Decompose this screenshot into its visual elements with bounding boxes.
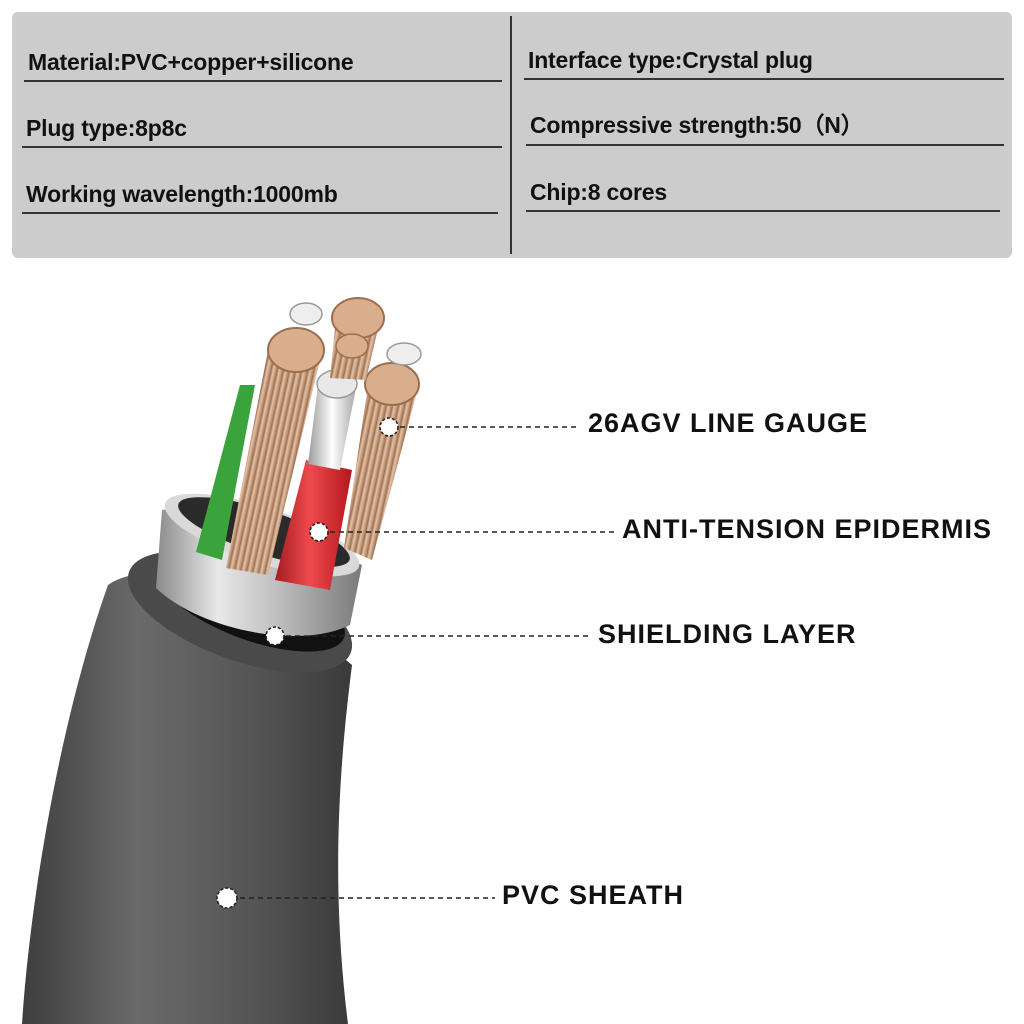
callout-anti-tension-epidermis: ANTI-TENSION EPIDERMIS xyxy=(622,514,993,544)
callout-shielding-leader xyxy=(265,626,590,646)
spec-interface: Interface type:Crystal plug xyxy=(528,47,813,73)
copper-wire-right-end xyxy=(364,362,420,406)
spec-wavelength: Working wavelength:1000mb xyxy=(26,181,338,207)
spec-row-compressive: Compressive strength:50（N） xyxy=(526,104,1004,146)
spec-row-interface: Interface type:Crystal plug xyxy=(524,38,1004,80)
spec-panel xyxy=(12,12,1012,258)
spec-material: Material:PVC+copper+silicone xyxy=(28,49,354,75)
copper-wire-middle-end xyxy=(335,333,369,359)
spec-row-plug-type: Plug type:8p8c xyxy=(22,106,502,148)
callout-pvc-sheath: PVC SHEATH xyxy=(502,880,685,910)
spec-divider xyxy=(510,16,512,254)
cable-cross-section-illustration xyxy=(22,297,615,1024)
callout-line-gauge-leader xyxy=(379,417,580,437)
spec-row-material: Material:PVC+copper+silicone xyxy=(24,40,502,82)
spec-chip: Chip:8 cores xyxy=(530,179,667,205)
spec-plug-type: Plug type:8p8c xyxy=(26,115,187,141)
callout-sheath-leader xyxy=(216,887,495,909)
green-wire xyxy=(196,385,255,560)
spec-compressive-strength: Compressive strength:50（N） xyxy=(530,112,864,138)
spec-row-wavelength: Working wavelength:1000mb xyxy=(22,172,498,214)
copper-wire-back-end xyxy=(331,297,385,339)
pvc-sheath xyxy=(22,573,352,1024)
copper-wire-left-end xyxy=(267,327,325,373)
silver-wire-back-left-end xyxy=(289,302,323,326)
callout-line-gauge: 26AGV LINE GAUGE xyxy=(588,408,869,438)
spec-row-chip: Chip:8 cores xyxy=(526,170,1000,212)
copper-wire-right xyxy=(344,385,418,560)
silver-wire-center xyxy=(308,385,356,470)
silver-wire-back-right-end xyxy=(386,342,422,366)
callout-shielding-layer: SHIELDING LAYER xyxy=(598,619,857,649)
callout-epidermis-leader xyxy=(309,522,615,542)
copper-wire-left xyxy=(226,350,322,575)
